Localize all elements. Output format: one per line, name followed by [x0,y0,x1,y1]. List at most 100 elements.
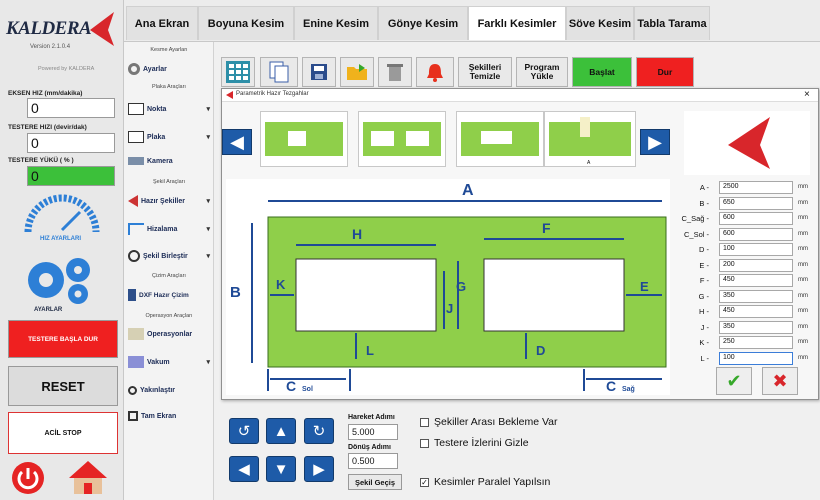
kamera-button[interactable]: Kamera [128,152,212,170]
move-right-button[interactable]: ▶ [304,456,334,482]
open-folder-button[interactable] [340,57,374,87]
ayarlar-button[interactable]: Ayarlar [128,60,212,78]
dxf-icon [128,289,136,301]
tab-boyuna-kesim[interactable]: Boyuna Kesim [198,6,294,40]
dialog-logo-icon [226,91,233,99]
hazir-sekiller-button[interactable]: Hazır Şekiller▾ [128,192,212,210]
tab-enine-kesim[interactable]: Enine Kesim [294,6,378,40]
dim-label-f: F [542,220,551,236]
grid-button[interactable] [221,57,255,87]
donus-adimi-label: Dönüş Adımı [348,444,391,451]
copy-button[interactable] [260,57,298,87]
param-input[interactable]: 100 [719,243,793,256]
param-unit: mm [798,339,808,345]
izleri-gizle-checkbox[interactable]: Testere İzlerini Gizle [420,437,529,449]
param-label: F - [699,276,709,285]
checkbox-box[interactable] [420,438,429,448]
param-input[interactable]: 650 [719,196,793,210]
dxf-button[interactable]: DXF Hazır Çizim [128,286,212,304]
bell-icon [427,64,443,82]
close-icon[interactable]: × [804,89,810,100]
param-label: E - [699,260,709,270]
hareket-adimi-label: Hareket Adımı [348,414,395,421]
reset-button[interactable]: RESET [8,366,118,406]
yakinlastir-button[interactable]: Yakınlaştır [128,381,212,399]
move-up-button[interactable]: ▲ [266,418,296,444]
param-input[interactable]: 350 [719,320,793,334]
gears-icon[interactable] [22,254,100,308]
param-input[interactable]: 450 [719,274,793,287]
alarm-button[interactable] [416,57,454,87]
plaka-button[interactable]: Plaka▾ [128,128,212,146]
bekleme-checkbox[interactable]: Şekiller Arası Bekleme Var [420,416,558,428]
template-thumbnail[interactable] [260,111,348,167]
tab-farkli-kesimler[interactable]: Farklı Kesimler [468,6,566,40]
dim-label-d: D [536,343,545,358]
section-cizim-araclari: Çizim Araçları [152,273,186,279]
dim-label-k: K [276,277,286,292]
checkbox-box[interactable] [420,417,429,427]
param-input[interactable]: 2500 [719,181,793,194]
sekil-birlestir-button[interactable]: Şekil Birleştir▾ [128,247,212,265]
template-thumbnail[interactable] [456,111,544,167]
prev-template-button[interactable]: ◀ [222,129,252,155]
param-input[interactable]: 100 [719,351,793,365]
param-label: K - [699,338,709,347]
tab-sove-kesim[interactable]: Söve Kesim [566,6,634,40]
version-label: Version 2.1.0.4 [30,44,71,50]
move-down-button[interactable]: ▼ [266,456,296,482]
shapes-icon [128,195,138,207]
tab-tabla-tarama[interactable]: Tabla Tarama [634,6,710,40]
speed-gauge-icon[interactable] [20,190,104,238]
param-input[interactable]: 600 [719,227,793,241]
param-input[interactable]: 250 [719,336,793,349]
logo-mark-icon [90,12,114,46]
hiz-ayarlari-label[interactable]: HIZ AYARLARI [40,236,82,242]
rotate-left-button[interactable]: ↺ [229,418,259,444]
baslat-button[interactable]: Başlat [572,57,632,87]
param-input[interactable]: 200 [719,258,793,272]
checkbox-checked[interactable]: ✓ [420,477,429,487]
delete-button[interactable] [378,57,412,87]
tam-ekran-button[interactable]: Tam Ekran [128,407,212,425]
hizalama-button[interactable]: Hizalama▾ [128,220,212,238]
rotate-right-button[interactable]: ↻ [304,418,334,444]
donus-adimi-input[interactable]: 0.500 [348,453,398,469]
dim-label-h: H [352,226,362,242]
param-unit: mm [798,215,808,221]
param-unit: mm [798,184,808,190]
move-left-button[interactable]: ◀ [229,456,259,482]
section-operasyon-araclari: Operasyon Araçları [145,313,193,319]
arrow-up-icon: ▲ [273,422,289,440]
paralel-checkbox[interactable]: ✓Kesimler Paralel Yapılsın [420,476,550,488]
param-input[interactable]: 600 [719,212,793,225]
nokta-button[interactable]: Nokta▾ [128,100,212,118]
confirm-button[interactable]: ✔ [716,367,752,395]
testere-basla-dur-button[interactable]: TESTERE BAŞLA DUR [8,320,118,358]
hareket-adimi-input[interactable]: 5.000 [348,424,398,440]
power-icon[interactable] [10,460,46,496]
sekil-birlestir-label: Şekil Birleştir [143,252,188,260]
tab-ana-ekran[interactable]: Ana Ekran [126,6,198,40]
sekil-gecis-button[interactable]: Şekil Geçiş [348,474,402,490]
home-icon[interactable] [66,458,110,496]
save-button[interactable] [302,57,336,87]
param-input[interactable]: 450 [719,305,793,318]
vakum-button[interactable]: Vakum▾ [128,353,212,371]
dur-button[interactable]: Dur [636,57,694,87]
acil-stop-button[interactable]: ACİL STOP [8,412,118,454]
ayarlar-label[interactable]: AYARLAR [34,307,63,313]
eksen-hiz-label: EKSEN HIZ (mm/dakika) [8,90,83,97]
tab-gonye-kesim[interactable]: Gönye Kesim [378,6,468,40]
point-icon [128,103,144,115]
param-input[interactable]: 350 [719,289,793,303]
cancel-button[interactable]: ✖ [762,367,798,395]
operasyonlar-button[interactable]: Operasyonlar [128,325,212,343]
powered-label: Powered by KALDERA [38,66,95,72]
next-template-button[interactable]: ▶ [640,129,670,155]
sekilleri-temizle-button[interactable]: Şekilleri Temizle [458,57,512,87]
bekleme-label: Şekiller Arası Bekleme Var [434,416,558,428]
template-thumbnail[interactable] [358,111,446,167]
program-yukle-button[interactable]: Program Yükle [516,57,568,87]
template-thumbnail[interactable]: A [544,111,636,167]
